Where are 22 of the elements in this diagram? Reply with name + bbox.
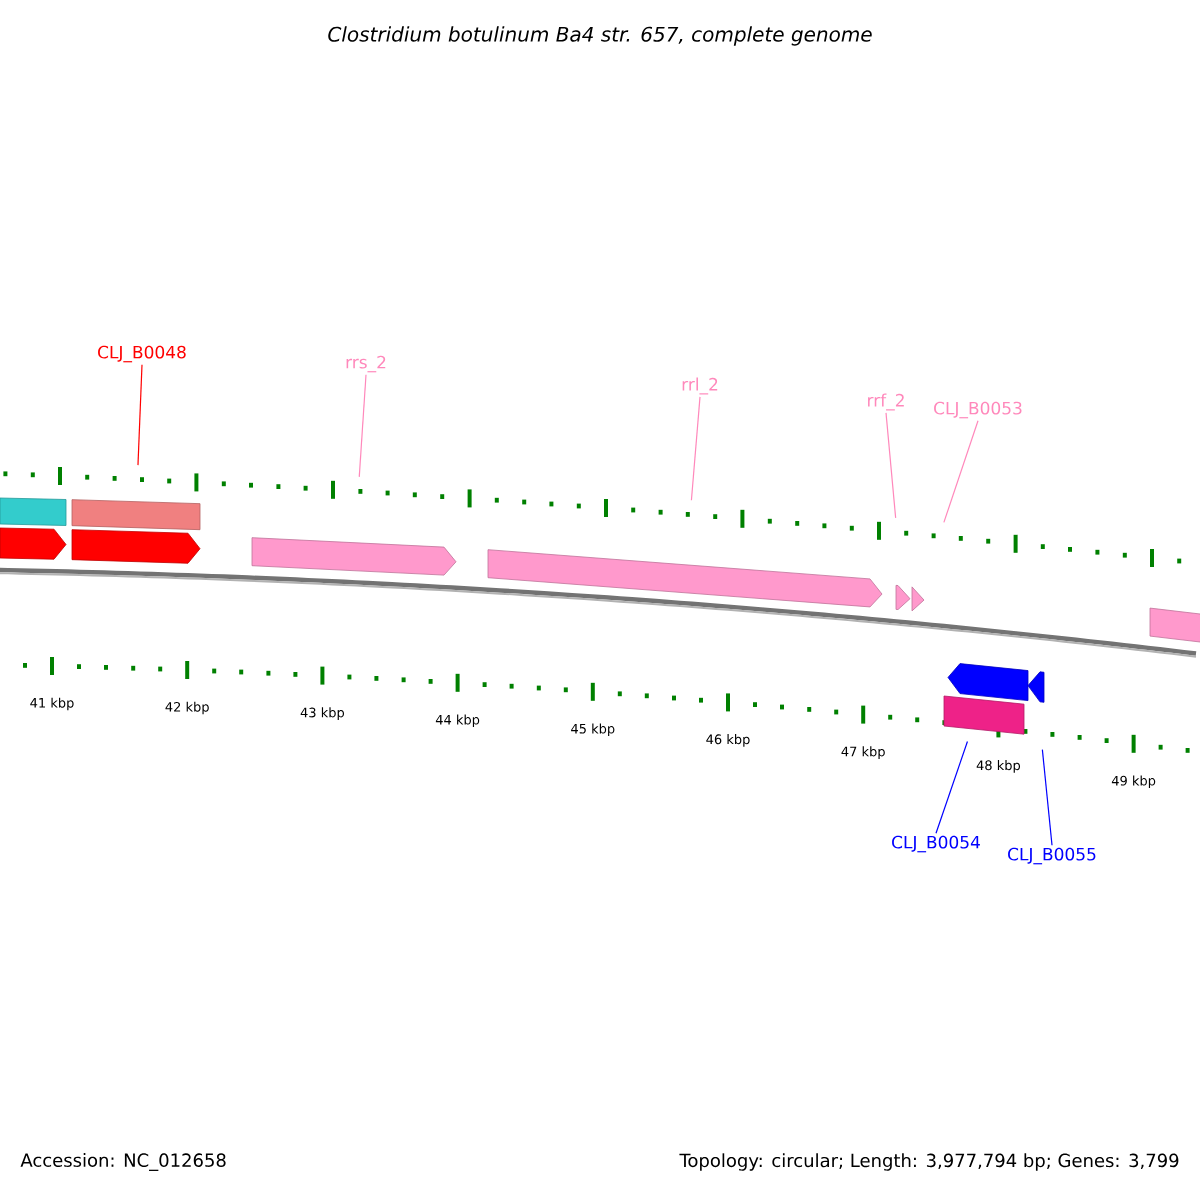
gene-bar (71, 499, 201, 531)
gene-feature (487, 549, 883, 608)
accession-text: Accession: NC_012658 (20, 1153, 226, 1171)
gene-feature (251, 537, 457, 576)
leader-line (943, 420, 979, 523)
gene-label: CLJ_B0055 (1008, 847, 1096, 865)
gene-label: CLJ_B0048 (98, 345, 186, 363)
gene-feature (895, 584, 911, 610)
gene-label: rrf_2 (868, 393, 904, 411)
leader-line (1041, 749, 1053, 846)
leader-line (935, 740, 969, 834)
gene-label: rrl_2 (682, 377, 718, 395)
leader-line (358, 374, 367, 478)
gene-feature (911, 586, 925, 612)
gene-label: CLJ_B0054 (892, 835, 980, 853)
title: Clostridium botulinum Ba4 str. 657, complete genome (328, 26, 872, 46)
gene-label: rrs_2 (346, 355, 386, 373)
leader-line (137, 364, 143, 466)
gene-label: CLJ_B0053 (934, 401, 1022, 419)
genome-info-text: Topology: circular; Length: 3,977,794 bp; Genes: 3,799 (679, 1153, 1179, 1171)
gene-feature (1027, 671, 1045, 703)
leader-line (690, 396, 701, 501)
